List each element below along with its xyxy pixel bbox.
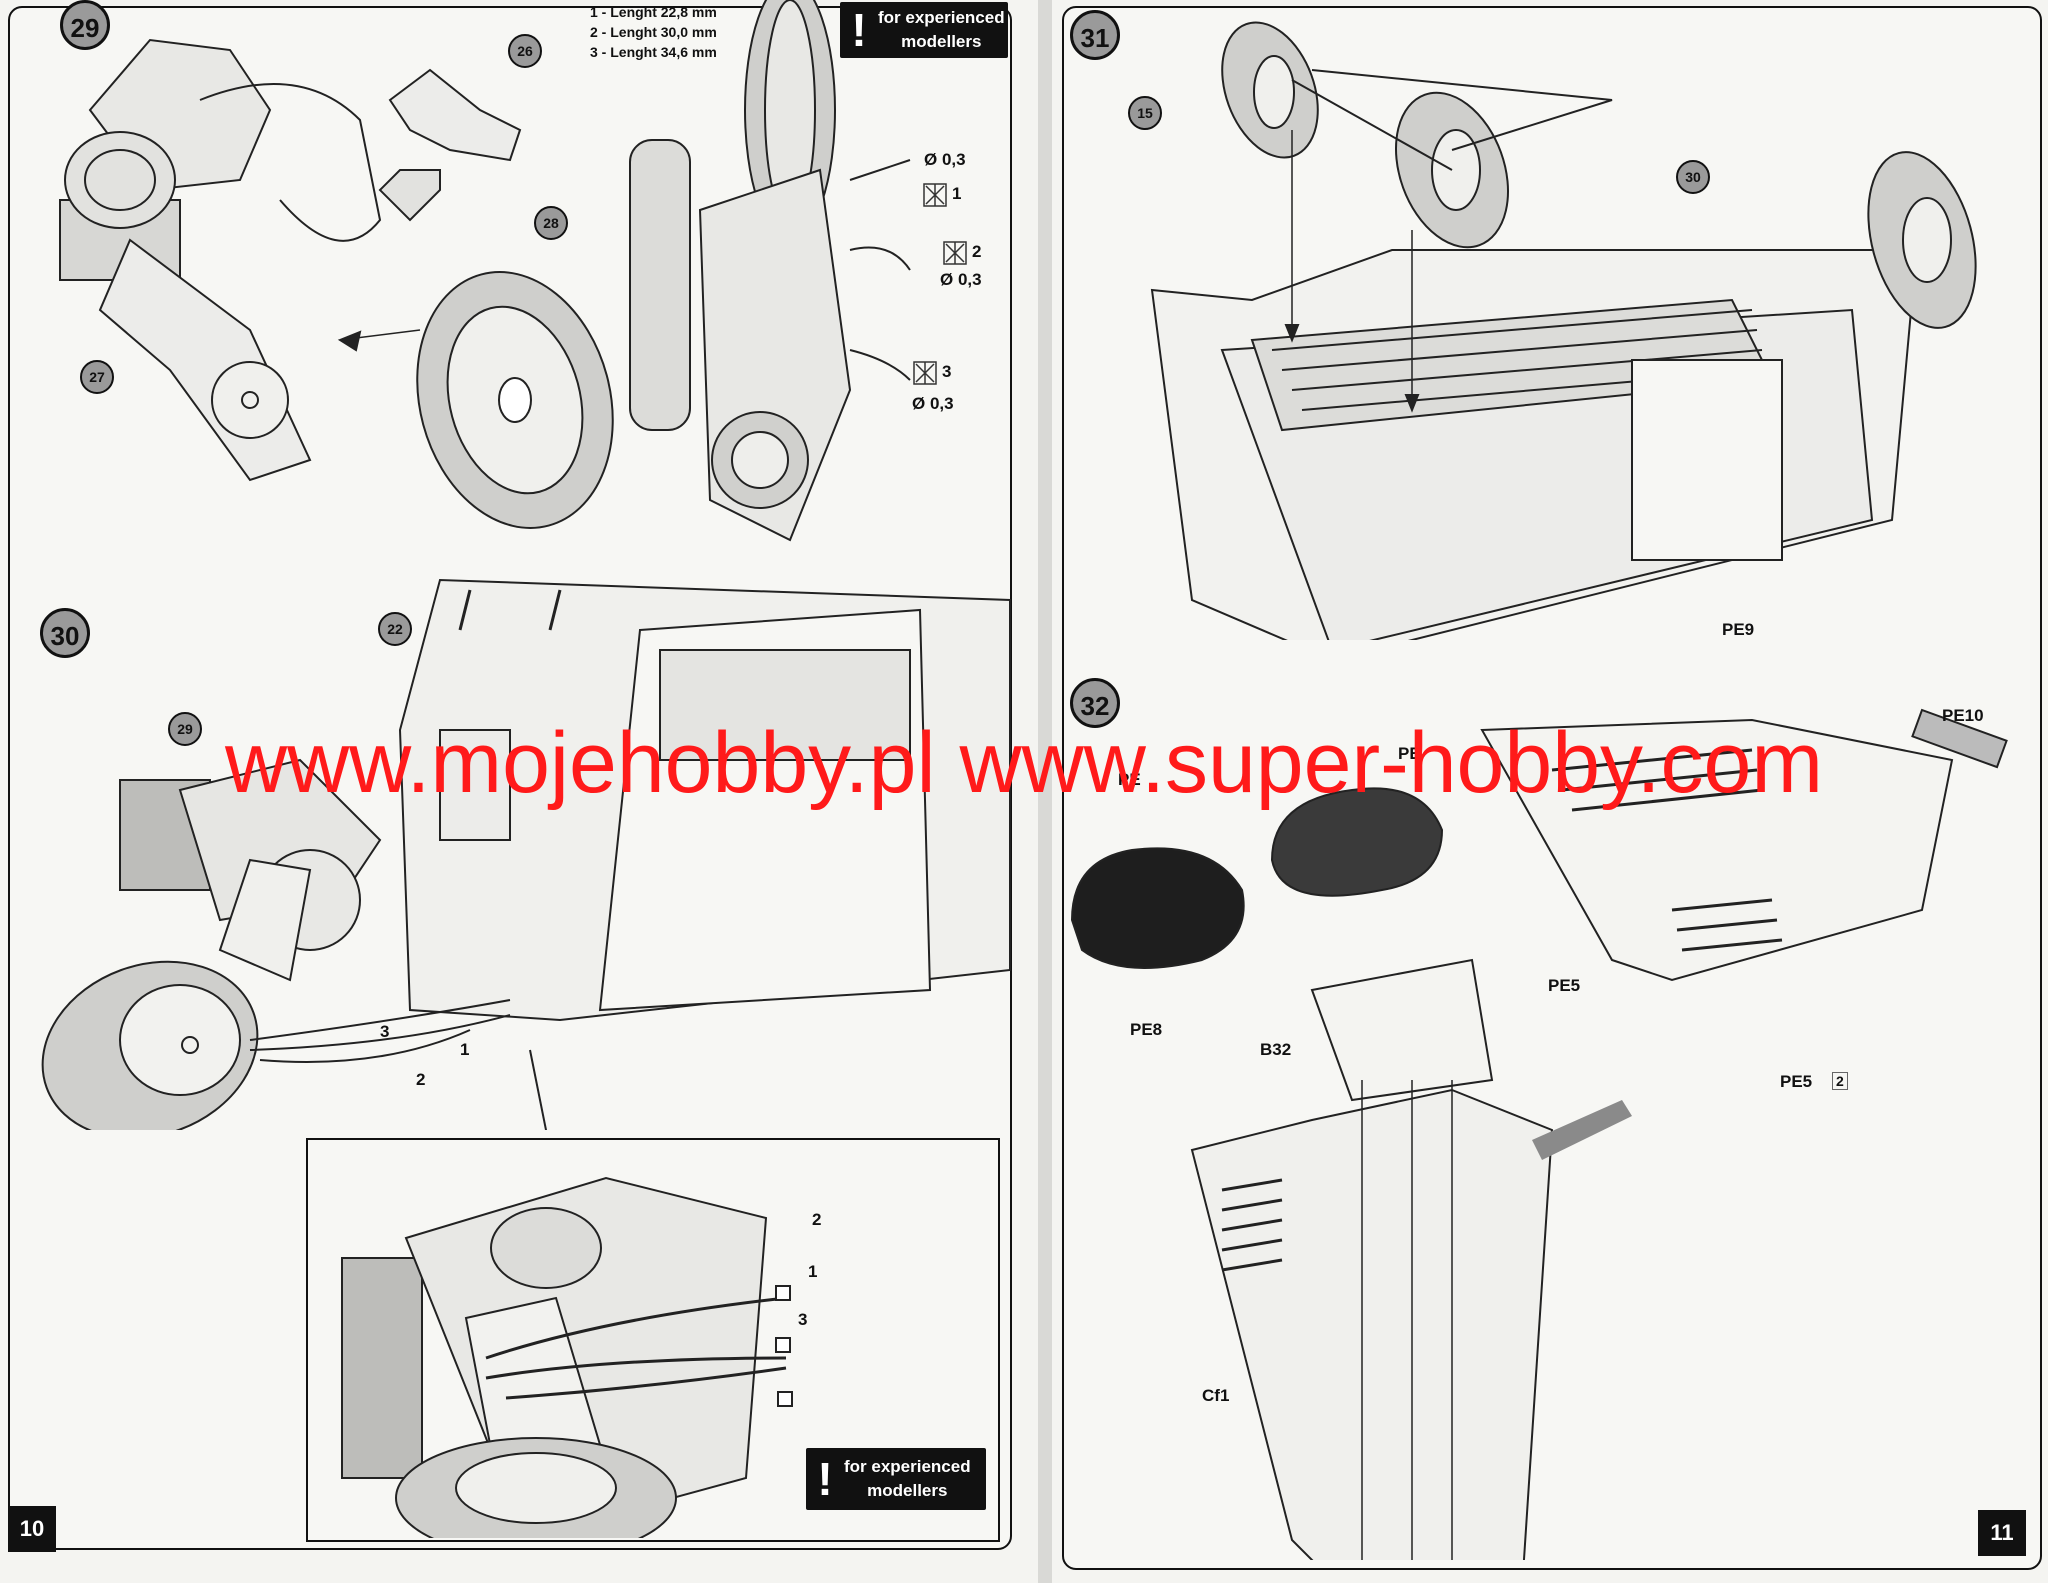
part-number: 15 [1128, 96, 1162, 130]
watermark-text: www.mojehobby.pl www.super-hobby.com [224, 715, 1824, 811]
page-number: 11 [1978, 1510, 2026, 1556]
left-page: 29 1 - Lenght 22,8 mm 2 - Lenght 30,0 mm… [0, 0, 1038, 1583]
length-2: 2 - Lenght 30,0 mm [590, 24, 717, 40]
part-number: 30 [1676, 160, 1710, 194]
detail-diagram [341, 1176, 793, 1538]
detail-label: 2 [812, 1210, 822, 1229]
step-number: 31 [1070, 10, 1120, 60]
warning-icon: ! [817, 1453, 833, 1505]
step-number: 30 [40, 608, 90, 658]
step-number: 29 [60, 0, 110, 50]
length-1: 1 - Lenght 22,8 mm [590, 4, 717, 20]
wire-diameter: Ø 0,3 [940, 270, 982, 289]
step-number: 32 [1070, 678, 1120, 728]
step32-diagram [1070, 708, 2008, 1560]
experienced-notice: ! for experienced modellers [806, 1448, 986, 1510]
wire-diameter: Ø 0,3 [912, 394, 954, 413]
wire-index: 2 [972, 242, 982, 261]
detail-label: 3 [798, 1310, 808, 1329]
experienced-notice: ! for experienced modellers [840, 2, 1008, 58]
step30-diagram [41, 578, 1011, 1130]
part-number: 26 [508, 34, 542, 68]
detail-label: 1 [808, 1262, 818, 1281]
part-label-b32: B32 [1260, 1040, 1292, 1059]
lengths-legend: 1 - Lenght 22,8 mm 2 - Lenght 30,0 mm 3 … [590, 2, 717, 62]
step29-diagram [59, 0, 967, 542]
notice-line: modellers [867, 1481, 948, 1500]
part-number: 22 [378, 612, 412, 646]
right-page: 31 15 30 32 [1052, 0, 2048, 1583]
part-label-pe10: PE10 [1942, 706, 1984, 725]
part-label-pe5: PE5 [1548, 976, 1581, 995]
wire-label: 3 [380, 1022, 390, 1041]
wire-index: 3 [942, 362, 952, 381]
step31-diagram [1150, 21, 1977, 640]
wire-diameter: Ø 0,3 [924, 150, 966, 169]
part-number: 27 [80, 360, 114, 394]
part-label-pe8: PE8 [1130, 1020, 1163, 1039]
part-number: 29 [168, 712, 202, 746]
part-label-pe: PE [1118, 770, 1141, 789]
notice-line: for experienced [844, 1457, 971, 1476]
wire-label: 2 [416, 1070, 426, 1089]
part-label-pe5: PE5 [1780, 1072, 1813, 1091]
warning-icon: ! [851, 4, 867, 56]
notice-line: for experienced [878, 8, 1005, 27]
wire-label: 1 [460, 1040, 470, 1059]
length-3: 3 - Lenght 34,6 mm [590, 44, 717, 60]
wire-index: 1 [952, 184, 962, 203]
part-label-pe: PE [1398, 744, 1421, 763]
page-number: 10 [8, 1506, 56, 1552]
part-number: 28 [534, 206, 568, 240]
part-label-pe9: PE9 [1722, 620, 1755, 639]
notice-line: modellers [901, 32, 982, 51]
part-label-cf1: Cf1 [1202, 1386, 1230, 1405]
quantity-badge: 2 [1832, 1072, 1848, 1090]
